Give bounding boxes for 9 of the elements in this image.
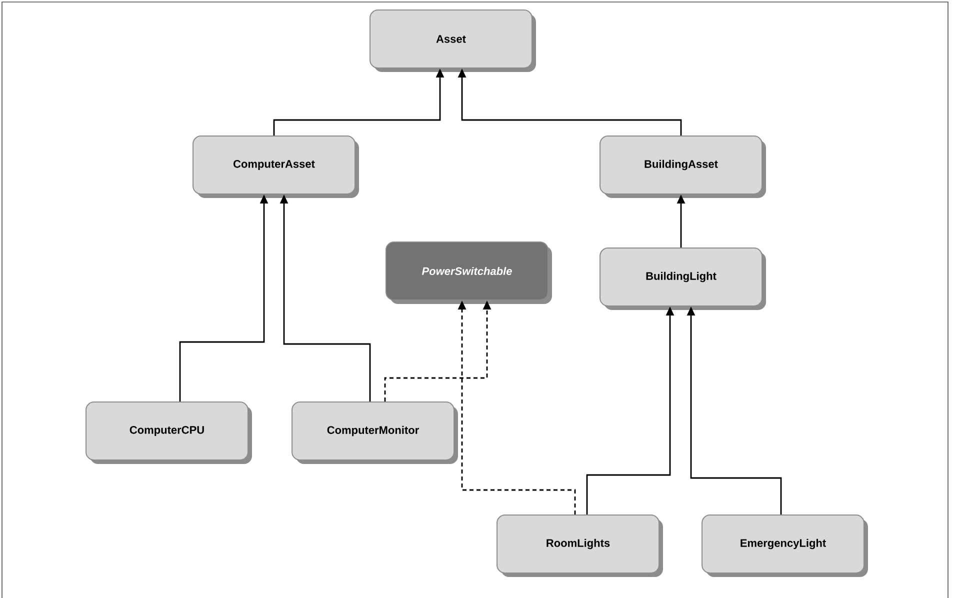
class-box: ComputerCPU [86,402,252,464]
class-box: BuildingAsset [600,136,766,198]
class-box: RoomLights [496,514,663,577]
class-box: Asset [370,10,536,72]
class-box: ComputerMonitor [292,402,458,464]
class-box: EmergencyLight [702,514,868,577]
class-box: PowerSwitchable [386,242,552,304]
class-box: ComputerAsset [192,136,359,198]
class-box: BuildingLight [600,248,766,310]
